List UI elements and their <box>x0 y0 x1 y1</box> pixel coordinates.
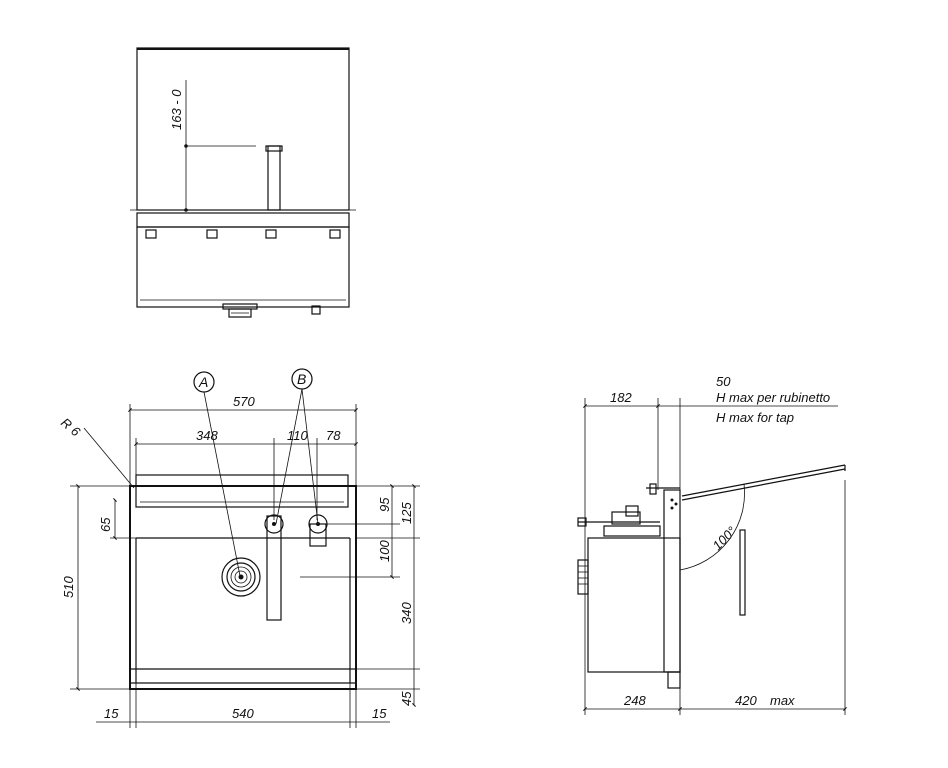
side-view-dim-182: 182 <box>610 390 632 405</box>
top-view-tap-pipe <box>267 145 281 211</box>
side-view-max: max <box>770 693 795 708</box>
front-view-dim-65: 65 <box>98 517 113 532</box>
side-view-drain <box>577 559 589 595</box>
front-view-basin <box>129 485 357 690</box>
side-view-body <box>587 489 681 689</box>
top-view-fixtures <box>145 229 341 239</box>
side-view-dim-420: 420 <box>735 693 757 708</box>
top-view: 163 - 0 <box>130 47 356 318</box>
front-view-dim-45: 45 <box>399 691 414 706</box>
top-view-basin <box>136 226 350 308</box>
front-view-dim-15-left: 15 <box>104 706 119 721</box>
front-view-dim-340: 340 <box>399 602 414 624</box>
front-view-dim-348: 348 <box>196 428 218 443</box>
callout-a: A <box>193 371 241 577</box>
front-view: A B R 6 570 348 110 78 <box>58 368 420 728</box>
front-view-drain <box>221 557 261 597</box>
side-view-lid: 100° <box>679 464 846 616</box>
front-view-dim-540: 540 <box>232 706 254 721</box>
front-view-dim-110: 110 <box>287 428 308 443</box>
svg-text:A: A <box>198 374 208 390</box>
front-view-dim-510: 510 <box>61 576 76 598</box>
side-view: 182 50 H max per rubinetto H max for tap… <box>577 374 847 715</box>
front-view-radius: R 6 <box>58 415 84 440</box>
side-view-h-max-en: H max for tap <box>716 410 794 425</box>
callout-b: B <box>275 368 319 525</box>
side-view-dim-50: 50 <box>716 374 731 389</box>
top-view-shelf <box>136 212 350 228</box>
top-view-drain <box>222 303 321 318</box>
side-view-dim-248: 248 <box>623 693 646 708</box>
front-view-shelf <box>135 474 349 508</box>
side-view-h-max-it: H max per rubinetto <box>716 390 830 405</box>
top-view-dim-163: 163 - 0 <box>169 89 184 130</box>
front-view-dim-95: 95 <box>377 497 392 512</box>
front-view-dim-100: 100 <box>377 540 392 562</box>
front-view-tap <box>264 514 284 621</box>
side-view-tap <box>577 483 680 537</box>
front-view-dim-570: 570 <box>233 394 255 409</box>
svg-text:B: B <box>297 371 306 387</box>
front-view-valve <box>308 514 328 547</box>
front-view-dim-78: 78 <box>326 428 341 443</box>
side-view-angle: 100° <box>710 524 740 554</box>
front-view-dim-125: 125 <box>399 502 414 524</box>
front-view-dim-15-right: 15 <box>372 706 387 721</box>
